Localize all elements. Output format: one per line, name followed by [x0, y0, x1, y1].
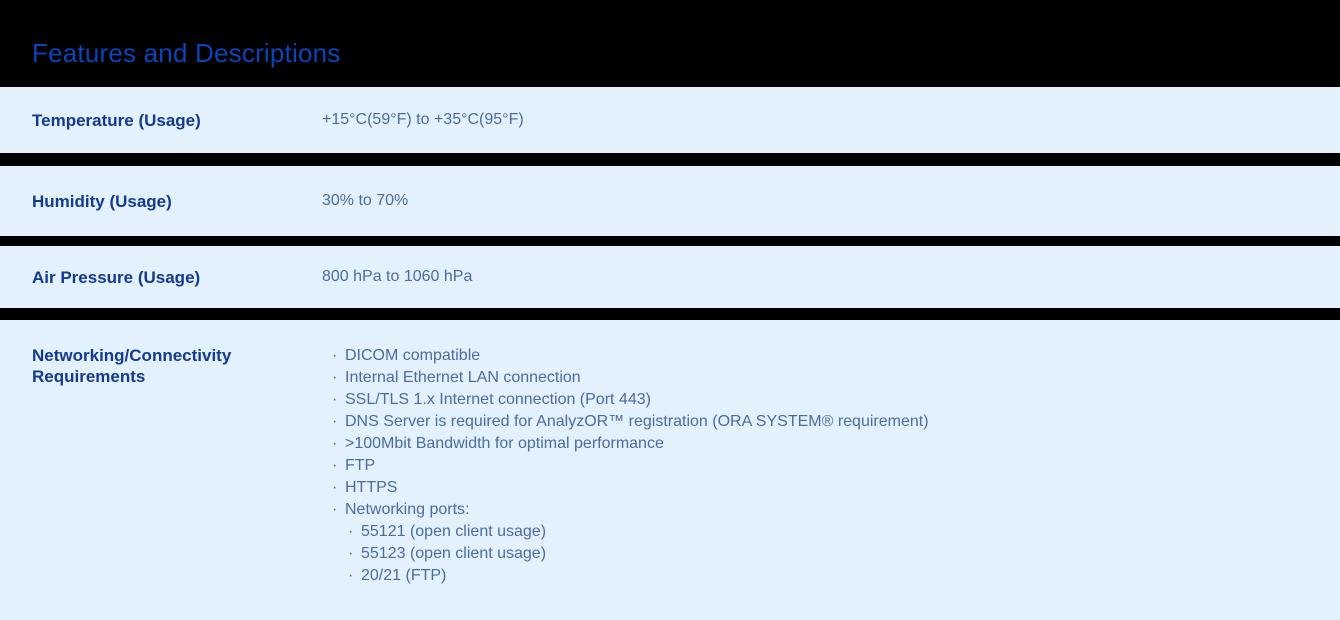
- spec-row: Networking/Connectivity Requirements · D…: [0, 320, 1340, 620]
- bullet-icon: ·: [332, 347, 338, 364]
- spec-table: Temperature (Usage) +15°C(59°F) to +35°C…: [0, 87, 1340, 620]
- bullet-icon: ·: [332, 413, 338, 430]
- bullet-item: · 55123 (open client usage): [322, 543, 1300, 565]
- bullet-icon: ·: [332, 435, 338, 452]
- bullet-text: DNS Server is required for AnalyzOR™ reg…: [345, 413, 929, 430]
- bullet-icon: ·: [332, 457, 338, 474]
- feature-label: Temperature (Usage): [32, 110, 201, 130]
- bullet-icon: ·: [348, 523, 354, 540]
- bullet-text: Internal Ethernet LAN connection: [345, 369, 581, 386]
- bullet-item: · DICOM compatible: [322, 345, 1300, 367]
- bullet-item: · Networking ports:: [322, 499, 1300, 521]
- bullet-icon: ·: [332, 369, 338, 386]
- bullet-item: · Internal Ethernet LAN connection: [322, 367, 1300, 389]
- bullet-icon: ·: [332, 479, 338, 496]
- row-separator: [0, 153, 1340, 166]
- feature-description: 30% to 70%: [322, 192, 409, 209]
- bullet-icon: ·: [332, 391, 338, 408]
- bullet-text: 55123 (open client usage): [361, 545, 547, 562]
- feature-label: Humidity (Usage): [32, 191, 172, 211]
- bullet-item: · FTP: [322, 455, 1300, 477]
- bullet-item: · SSL/TLS 1.x Internet connection (Port …: [322, 389, 1300, 411]
- bullet-text: 55121 (open client usage): [361, 523, 547, 540]
- feature-label: Air Pressure (Usage): [32, 267, 201, 287]
- bullet-text: Networking ports:: [345, 501, 470, 518]
- feature-description: +15°C(59°F) to +35°C(95°F): [322, 111, 524, 128]
- feature-label: Networking/Connectivity Requirements: [32, 346, 232, 386]
- bullet-item: · HTTPS: [322, 477, 1300, 499]
- bullet-text: HTTPS: [345, 479, 398, 496]
- spec-row: Temperature (Usage) +15°C(59°F) to +35°C…: [0, 87, 1340, 153]
- bullet-text: DICOM compatible: [345, 347, 481, 364]
- bullet-icon: ·: [332, 501, 338, 518]
- bullet-text: >100Mbit Bandwidth for optimal performan…: [345, 435, 664, 452]
- table-header: Features and Descriptions: [0, 0, 1340, 87]
- bullet-icon: ·: [348, 545, 354, 562]
- row-separator: [0, 236, 1340, 246]
- feature-description: · DICOM compatible · Internal Ethernet L…: [322, 320, 1340, 587]
- bullet-text: 20/21 (FTP): [361, 567, 447, 584]
- bullet-item: · 55121 (open client usage): [322, 521, 1300, 543]
- bullet-item: · >100Mbit Bandwidth for optimal perform…: [322, 433, 1300, 455]
- bullet-text: FTP: [345, 457, 376, 474]
- spec-row: Humidity (Usage) 30% to 70%: [0, 166, 1340, 236]
- spec-row: Air Pressure (Usage) 800 hPa to 1060 hPa: [0, 246, 1340, 308]
- bullet-item: · DNS Server is required for AnalyzOR™ r…: [322, 411, 1300, 433]
- bullet-item: · 20/21 (FTP): [322, 565, 1300, 587]
- feature-description: 800 hPa to 1060 hPa: [322, 268, 473, 285]
- row-separator: [0, 308, 1340, 320]
- page-title: Features and Descriptions: [32, 38, 341, 68]
- bullet-text: SSL/TLS 1.x Internet connection (Port 44…: [345, 391, 651, 408]
- bullet-icon: ·: [348, 567, 354, 584]
